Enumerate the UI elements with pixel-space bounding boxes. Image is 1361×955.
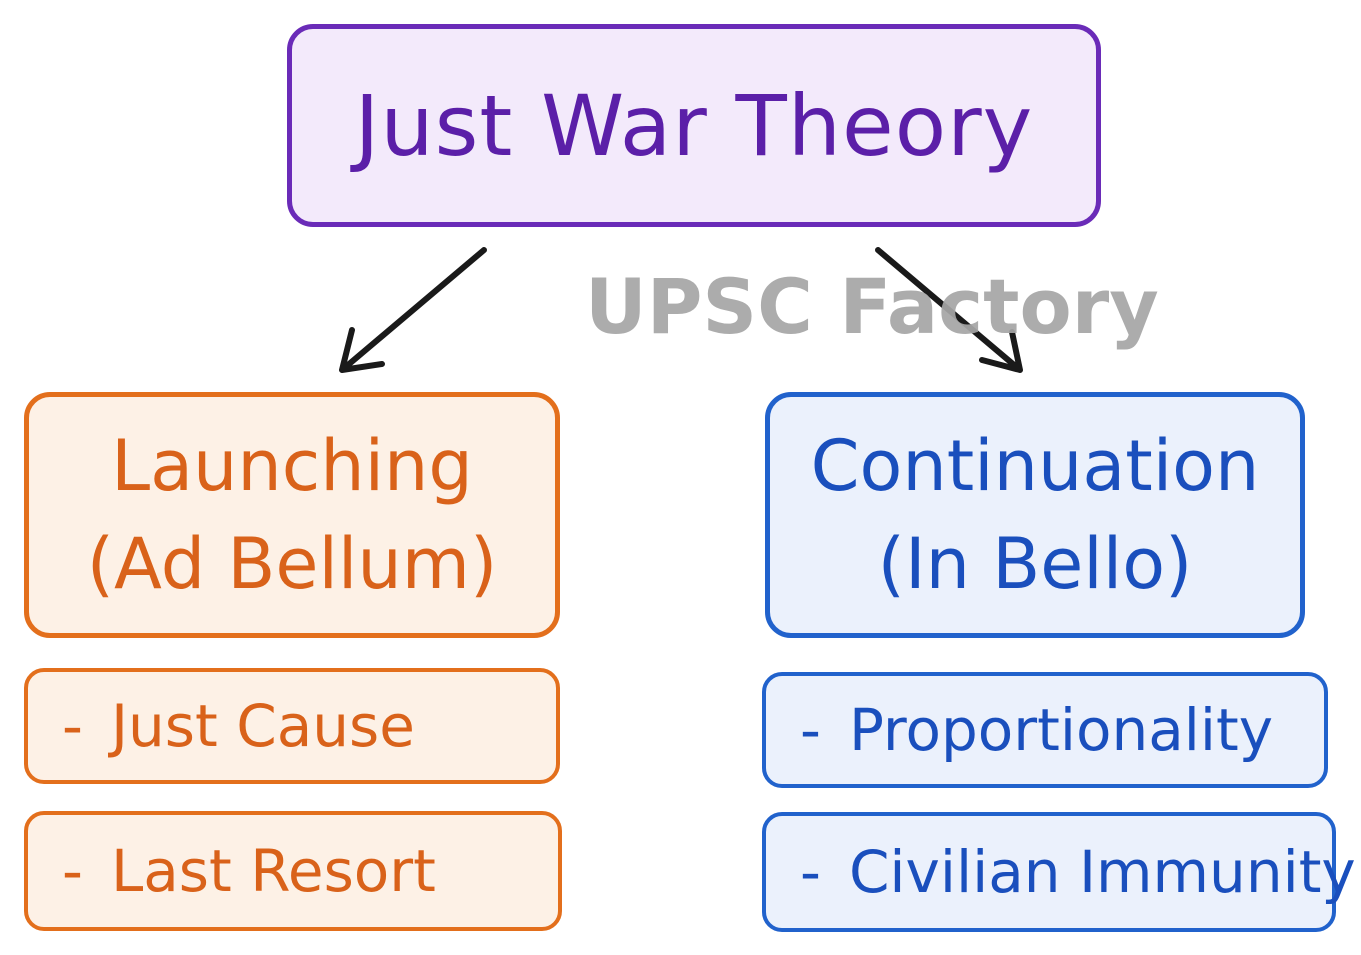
list-item: - Proportionality — [762, 672, 1328, 788]
ad-bellum-heading-line2: (Ad Bellum) — [86, 523, 498, 605]
list-item: - Civilian Immunity — [762, 812, 1356, 932]
list-item-dash: - — [800, 838, 821, 906]
list-item-label: Last Resort — [110, 837, 436, 905]
in-bello-node: Continuation (In Bello) — [765, 392, 1305, 638]
root-node: Just War Theory — [287, 24, 1101, 227]
list-item-dash: - — [800, 696, 821, 764]
list-item-dash: - — [62, 837, 83, 905]
list-item-dash: - — [62, 692, 83, 760]
ad-bellum-node: Launching (Ad Bellum) — [24, 392, 560, 638]
root-title: Just War Theory — [354, 76, 1034, 175]
list-item-label: Proportionality — [848, 696, 1274, 764]
arrow-to-left-branch — [339, 247, 487, 373]
list-item: - Last Resort — [24, 811, 562, 931]
in-bello-heading-line1: Continuation — [810, 425, 1260, 507]
arrow-to-right-branch — [875, 247, 1023, 373]
ad-bellum-heading-line1: Launching — [111, 425, 473, 507]
list-item-label: Just Cause — [110, 692, 415, 760]
watermark: UPSC Factory — [585, 262, 1159, 351]
in-bello-heading-line2: (In Bello) — [877, 523, 1193, 605]
list-item-label: Civilian Immunity — [848, 838, 1356, 906]
list-item: - Just Cause — [24, 668, 560, 784]
